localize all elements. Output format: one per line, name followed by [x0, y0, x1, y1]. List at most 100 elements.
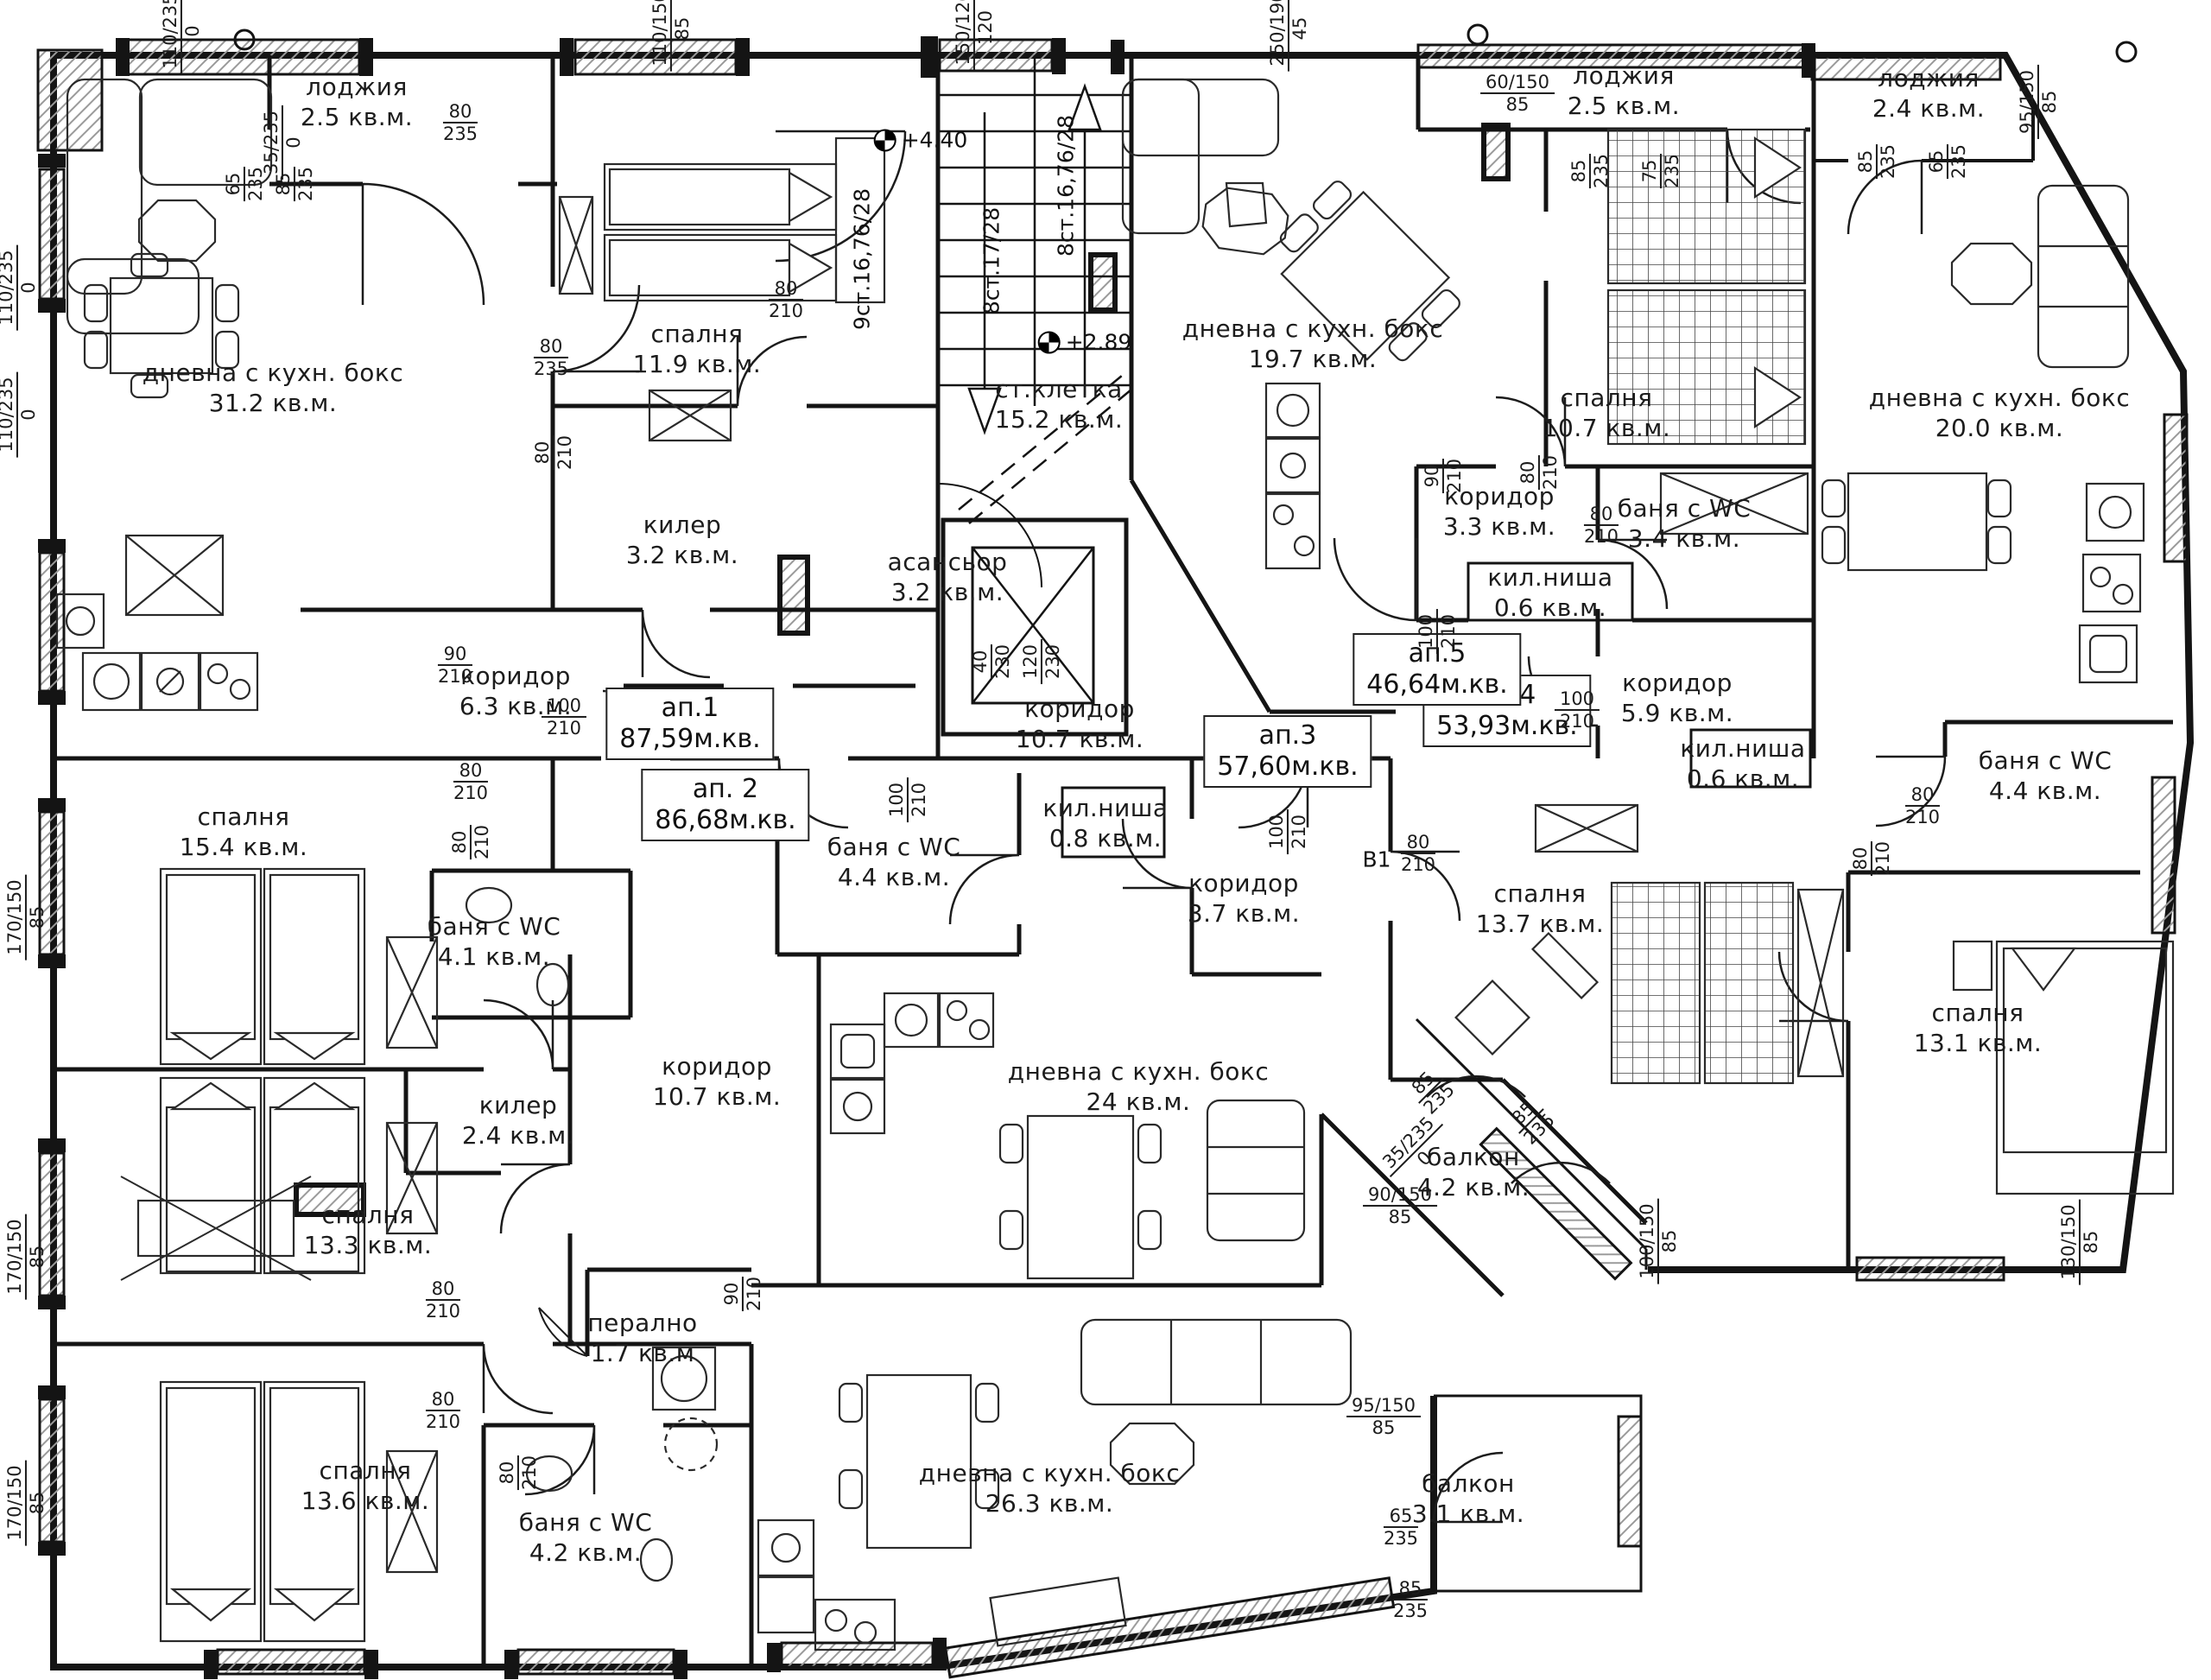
room-name: коридор — [1024, 694, 1135, 723]
room-name: коридор — [662, 1052, 772, 1081]
room-name: баня с WC — [827, 833, 961, 861]
dimension-denominator: 210 — [744, 1276, 764, 1312]
dimension-numerator: 80 — [453, 761, 489, 783]
dimension-numerator: 90/150 — [1363, 1185, 1437, 1207]
annotation-text: +4.40 — [901, 127, 968, 153]
dimension-denominator: 85 — [27, 905, 48, 929]
dimension-label: 170/150 85 — [4, 1460, 48, 1546]
dimension-label: 85 235 — [1504, 1094, 1559, 1149]
room-name: баня с WC — [427, 912, 561, 941]
room-name: лоджия — [1878, 64, 1980, 92]
dimension-label: 85 235 — [1568, 153, 1612, 189]
dimension-numerator: 85 — [1392, 1579, 1429, 1601]
dimension-label: 85 235 — [1392, 1579, 1429, 1620]
dimension-label: 100 210 — [1266, 808, 1309, 855]
room-label: баня с WC 4.2 кв.м. — [519, 1507, 653, 1568]
room-label: лоджия 2.5 кв.м. — [1568, 60, 1680, 121]
room-area: 4.2 кв.м. — [529, 1538, 643, 1567]
annotation-text: 9ст.16,76/28 — [849, 188, 875, 330]
dimension-denominator: 210 — [768, 301, 804, 321]
room-name: спалня — [650, 320, 744, 348]
dimension-numerator: 40 — [970, 643, 992, 680]
dimension-label: 65 235 — [1383, 1506, 1419, 1548]
dimension-label: 80 210 — [1904, 785, 1941, 827]
room-name: кил.ниша — [1680, 734, 1806, 763]
room-name: дневна с кухн. бокс — [1007, 1057, 1270, 1086]
dimension-denominator: 235 — [1591, 153, 1612, 189]
dimension-numerator: 80 — [425, 1279, 461, 1301]
dimension-numerator: 80 — [532, 434, 554, 471]
dimension-label: 100 210 — [1416, 608, 1459, 655]
dimension-denominator: 85 — [1388, 1207, 1412, 1227]
annotation-mark: 8ст.17/28 — [979, 207, 1004, 314]
dimension-denominator: 210 — [1872, 840, 1893, 877]
dimension-denominator: 235 — [1878, 143, 1898, 180]
dimension-label: 90 210 — [437, 644, 473, 686]
room-area: 2.4 кв.м. — [461, 1121, 575, 1150]
dimension-label: 80 210 — [1850, 840, 1893, 877]
room-label: спалня 13.7 кв.м. — [1476, 878, 1605, 939]
room-name: спалня — [1560, 384, 1653, 412]
room-name: баня с WC — [518, 1508, 653, 1537]
room-area: 3.1 кв.м. — [1411, 1499, 1525, 1528]
dimension-label: 130/150 85 — [2058, 1199, 2101, 1285]
level-symbol-icon — [1037, 331, 1061, 353]
room-area: 3.4 кв.м. — [1627, 524, 1741, 553]
room-area: 10.7 кв.м. — [1015, 725, 1144, 753]
room-label: балкон 4.2 кв.м. — [1417, 1142, 1530, 1202]
dimension-numerator: 130/150 — [2058, 1199, 2081, 1285]
dimension-label: 80 210 — [449, 824, 492, 860]
room-label: ст.клетка 15.2 кв.м. — [995, 374, 1124, 434]
dimension-label: 65 235 — [223, 166, 266, 202]
room-area: 3.3 кв.м. — [1442, 512, 1556, 541]
dimension-label: 110/235 0 — [160, 0, 203, 74]
dimension-denominator: 120 — [975, 10, 996, 46]
dimension-numerator: 100 — [1416, 608, 1438, 655]
room-label: баня с WC 3.4 кв.м. — [1618, 493, 1752, 554]
room-label: спалня 13.3 кв.м. — [304, 1200, 433, 1260]
room-area: 13.7 кв.м. — [1475, 910, 1605, 938]
room-area: 5.9 кв.м. — [1620, 699, 1734, 727]
interior-walls — [54, 55, 2173, 1667]
room-label: коридор 10.7 кв.м. — [653, 1051, 782, 1112]
room-label: перално 1.7 кв.м — [587, 1308, 697, 1368]
room-name: спалня — [1931, 998, 2024, 1027]
dimension-numerator: 120 — [1020, 638, 1042, 685]
dimension-denominator: 0 — [18, 282, 39, 294]
annotation-mark: 8ст.16,76/28 — [1054, 115, 1079, 257]
dimension-denominator: 85 — [1372, 1417, 1396, 1438]
room-area: 0.8 кв.м. — [1048, 824, 1163, 853]
dimension-numerator: 80 — [497, 1455, 519, 1491]
apartment-area: 57,60м.кв. — [1217, 751, 1359, 782]
room-name: лоджия — [1573, 61, 1675, 90]
dimension-numerator: 110/235 — [0, 371, 18, 458]
dimension-numerator: 80 — [425, 1390, 461, 1411]
dimension-denominator: 235 — [1948, 143, 1969, 180]
room-label: балкон 3.1 кв.м. — [1412, 1468, 1524, 1529]
dimension-label: 80 210 — [1400, 833, 1436, 874]
dimension-label: 250/190 45 — [1267, 0, 1310, 72]
dimension-denominator: 85 — [27, 1245, 48, 1269]
room-label: килер 3.2 кв.м. — [626, 510, 738, 570]
annotation-mark: +4.40 — [873, 127, 968, 153]
dimension-denominator: 0 — [18, 409, 39, 421]
dimension-numerator: 80 — [1904, 785, 1941, 807]
dimension-numerator: 85 — [273, 166, 295, 202]
room-label: спалня 10.7 кв.м. — [1543, 383, 1671, 443]
dimension-denominator: 210 — [453, 783, 489, 803]
dimension-denominator: 210 — [554, 434, 575, 471]
apartment-number: ап.5 — [1408, 638, 1467, 669]
dimension-denominator: 85 — [27, 1491, 48, 1515]
dimension-denominator: 210 — [425, 1411, 461, 1432]
room-name: килер — [643, 510, 722, 539]
dimension-label: 110/235 0 — [0, 244, 39, 331]
room-label: коридор 5.9 кв.м. — [1621, 668, 1733, 728]
dimension-denominator: 85 — [2081, 1230, 2101, 1254]
dimension-denominator: 0 — [182, 25, 203, 37]
dimension-denominator: 210 — [472, 824, 492, 860]
dimension-numerator: 80 — [1583, 504, 1619, 526]
dimension-label: 65 235 — [1926, 143, 1969, 180]
